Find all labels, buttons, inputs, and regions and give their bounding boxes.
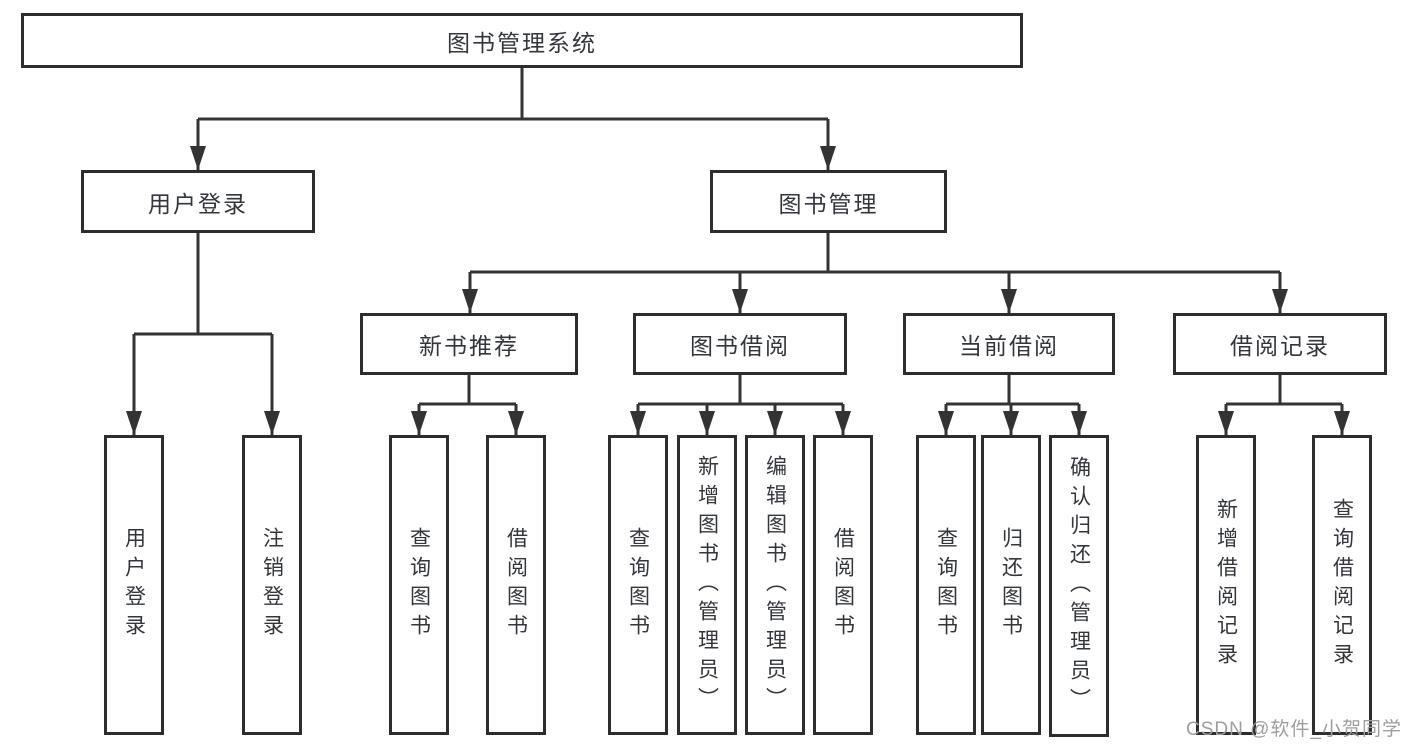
csdn-watermark: CSDN @软件_小贺同学 — [1186, 719, 1402, 740]
leaf-query-books-current: 查询图书 — [916, 435, 976, 735]
arrowhead — [630, 411, 646, 435]
node-user-login: 用户登录 — [81, 170, 315, 233]
arrowhead — [190, 146, 206, 170]
node-current-borrow: 当前借阅 — [903, 313, 1115, 375]
node-root-system: 图书管理系统 — [21, 13, 1023, 68]
connector-book-mgmt-to-level3 — [468, 233, 1282, 313]
leaf-user-login: 用户登录 — [104, 435, 164, 735]
arrowhead — [1071, 411, 1087, 435]
connector-root-to-level2 — [196, 68, 830, 170]
arrowhead — [835, 411, 851, 435]
connector-current-borrow-to-leaves — [944, 375, 1081, 435]
connector-borrow-records-to-leaves — [1224, 375, 1344, 435]
leaf-edit-book-admin: 编辑图书（管理员） — [745, 435, 805, 735]
arrowhead — [462, 289, 478, 313]
leaf-borrow-books: 借阅图书 — [813, 435, 873, 735]
arrowhead — [1003, 411, 1019, 435]
arrowhead — [411, 411, 427, 435]
connector-book-borrow-to-leaves — [636, 375, 845, 435]
arrowhead — [938, 411, 954, 435]
node-borrow-records: 借阅记录 — [1173, 313, 1387, 375]
node-new-book-recommend: 新书推荐 — [360, 313, 578, 375]
leaf-query-books-borrow: 查询图书 — [608, 435, 668, 735]
arrowhead — [264, 411, 280, 435]
arrowhead — [1001, 289, 1017, 313]
arrowhead — [1218, 411, 1234, 435]
leaf-query-borrow-record: 查询借阅记录 — [1312, 435, 1372, 735]
connector-user-login-to-leaves — [132, 233, 274, 435]
leaf-add-book-admin: 新增图书（管理员） — [677, 435, 737, 735]
arrowhead — [732, 289, 748, 313]
arrowhead — [820, 146, 836, 170]
leaf-borrow-books-recommend: 借阅图书 — [486, 435, 546, 735]
leaf-return-book: 归还图书 — [981, 435, 1041, 735]
arrowhead — [767, 411, 783, 435]
node-book-management: 图书管理 — [710, 170, 947, 233]
arrowhead — [1272, 289, 1288, 313]
leaf-logout: 注销登录 — [242, 435, 302, 735]
arrowhead — [1334, 411, 1350, 435]
leaf-query-books-recommend: 查询图书 — [389, 435, 449, 735]
leaf-confirm-return-admin: 确认归还（管理员） — [1049, 435, 1109, 737]
arrowhead — [508, 411, 524, 435]
leaf-add-borrow-record: 新增借阅记录 — [1196, 435, 1256, 735]
node-book-borrow: 图书借阅 — [633, 313, 847, 375]
connector-new-book-to-leaves — [417, 375, 518, 435]
arrowhead — [699, 411, 715, 435]
arrowhead — [126, 411, 142, 435]
